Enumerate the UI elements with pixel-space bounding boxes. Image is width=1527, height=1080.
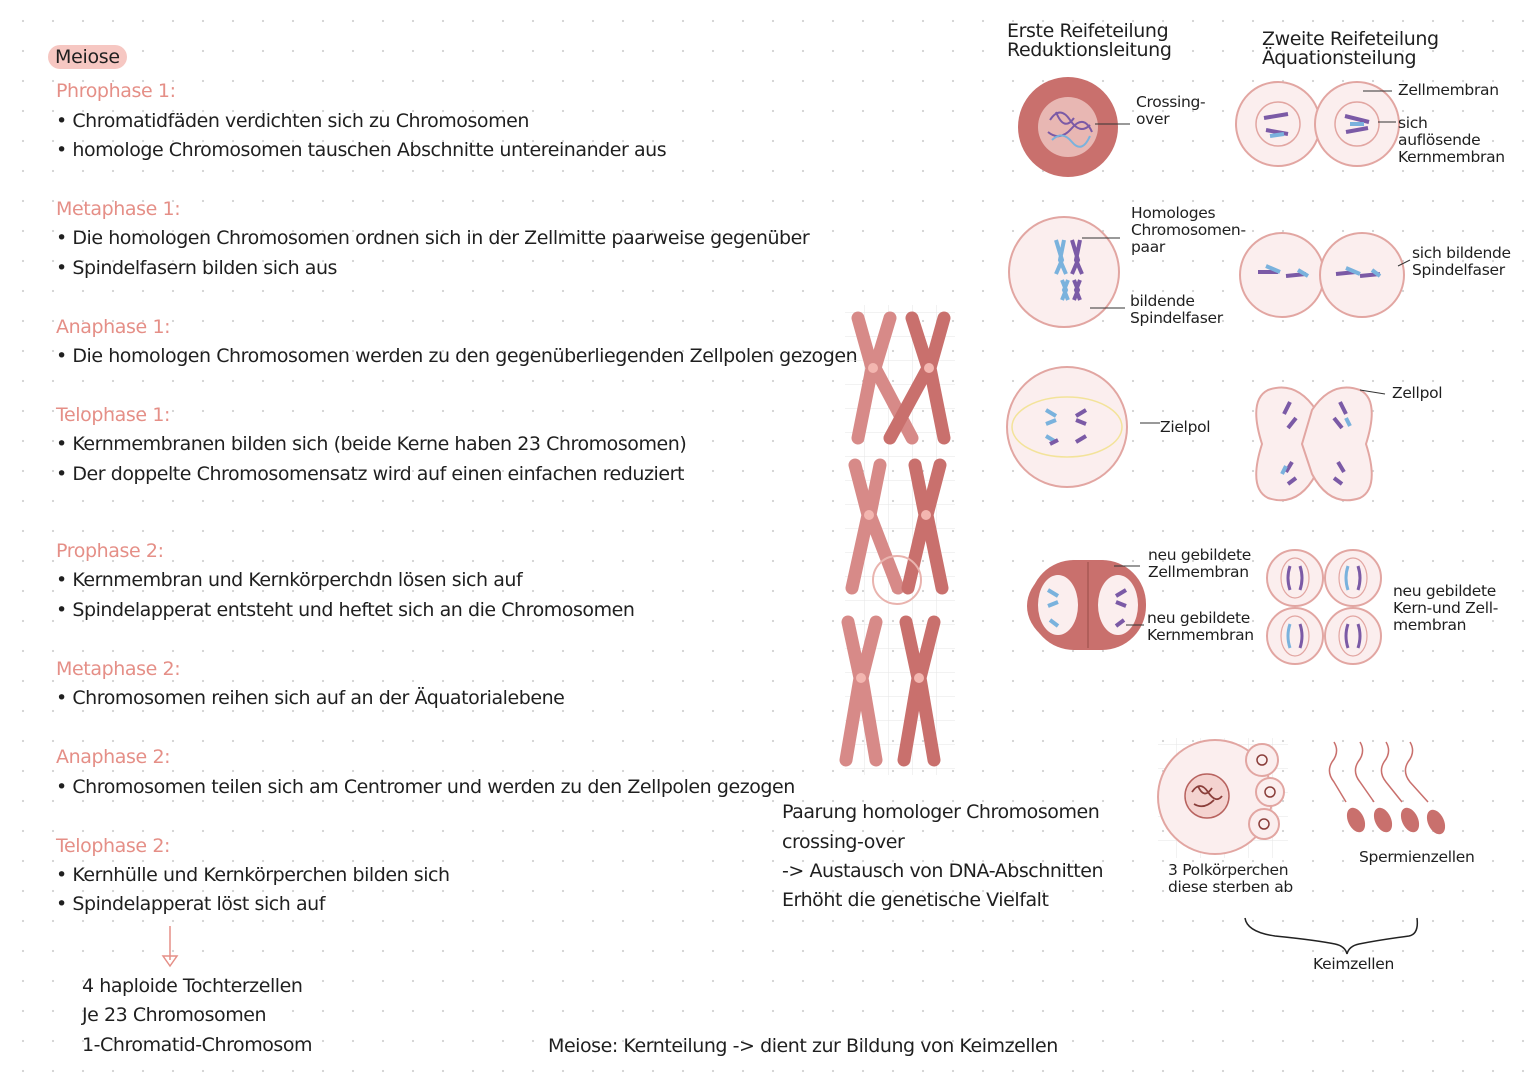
cell-metaphase-1 xyxy=(1008,216,1125,328)
label-crossing-over: Crossing- over xyxy=(1136,93,1206,128)
cell-telophase-1 xyxy=(1027,560,1146,650)
label-bildende-spindelfaser: bildende Spindelfaser xyxy=(1130,293,1223,327)
label-line: diese sterben ab xyxy=(1168,878,1293,896)
label-neu-kernmembran: neu gebildete Kernmembran xyxy=(1147,610,1254,644)
label-line: sich bildende xyxy=(1412,244,1511,262)
label-keimzellen: Keimzellen xyxy=(1313,955,1394,973)
phase-heading: Metaphase 2: xyxy=(56,658,181,680)
crossing-text-line: Paarung homologer Chromosomen xyxy=(782,801,1100,823)
label-line: sich xyxy=(1398,114,1428,132)
label-line: neu gebildete xyxy=(1393,582,1497,600)
label-line: neu gebildete xyxy=(1147,609,1251,627)
egg-cell xyxy=(1157,738,1288,858)
phase-heading: Telophase 1: xyxy=(56,404,171,426)
label-neu-kern-zellmembran: neu gebildete Kern-und Zell- membran xyxy=(1393,583,1498,634)
bullet-text: Die homologen Chromosomen werden zu den … xyxy=(56,345,857,367)
result-line: 1-Chromatid-Chromosom xyxy=(82,1034,313,1056)
label-line: auflösende xyxy=(1398,131,1481,149)
phase-heading: Anaphase 2: xyxy=(56,746,171,768)
cell-metaphase-2 xyxy=(1239,232,1411,318)
crossing-text-line: -> Austausch von DNA-Abschnitten xyxy=(782,860,1104,882)
bullet-text: Spindelapperat entsteht und heftet sich … xyxy=(56,599,635,621)
label-line: membran xyxy=(1393,616,1467,634)
column-1-title-line: Reduktionsleitung xyxy=(1007,39,1172,61)
label-line: Zellmembran xyxy=(1148,563,1249,581)
label-sich-bildende-spindelfaser: sich bildende Spindelfaser xyxy=(1412,245,1511,279)
column-1-title: Erste Reifeteilung Reduktionsleitung xyxy=(1007,20,1172,61)
label-line: over xyxy=(1136,110,1170,128)
label-line: 3 Polkörperchen xyxy=(1168,861,1289,879)
chromosome-pair-3 xyxy=(839,615,941,767)
bullet-text: Die homologen Chromosomen ordnen sich in… xyxy=(56,227,809,249)
chromosome-pair-1 xyxy=(851,311,951,445)
bullet-text: Kernmembranen bilden sich (beide Kerne h… xyxy=(56,433,686,455)
bullet-text: Chromosomen reihen sich auf an der Äquat… xyxy=(56,687,565,709)
label-aufloesende-kernmembran: sich auflösende Kernmembran xyxy=(1398,115,1505,166)
cell-prophase-2 xyxy=(1235,81,1400,167)
bullet-text: Spindelfasern bilden sich aus xyxy=(56,257,337,279)
label-line: paar xyxy=(1131,238,1166,256)
bullet-text: homologe Chromosomen tauschen Abschnitte… xyxy=(56,139,666,161)
phase-heading: Telophase 2: xyxy=(56,835,171,857)
footer-summary: Meiose: Kernteilung -> dient zur Bildung… xyxy=(548,1035,1058,1057)
result-line: Je 23 Chromosomen xyxy=(82,1004,267,1026)
bullet-text: Kernmembran und Kernkörperchdn lösen sic… xyxy=(56,569,522,591)
bullet-text: Chromosomen teilen sich am Centromer und… xyxy=(56,776,795,798)
cell-telophase-2 xyxy=(1266,549,1382,665)
down-arrow-icon xyxy=(161,926,179,968)
label-polkoerperchen: 3 Polkörperchen diese sterben ab xyxy=(1168,862,1293,896)
label-line: Chromosomen- xyxy=(1131,221,1246,239)
crossing-text-line: Erhöht die genetische Vielfalt xyxy=(782,889,1049,911)
column-2-title-line: Äquationsteilung xyxy=(1262,47,1417,69)
label-line: bildende xyxy=(1130,292,1195,310)
cell-anaphase-2 xyxy=(1255,386,1386,502)
label-line: Kern-und Zell- xyxy=(1393,599,1499,617)
column-1-title-line: Erste Reifeteilung xyxy=(1007,20,1169,42)
label-line: Homologes xyxy=(1131,204,1216,222)
phase-heading: Prophase 2: xyxy=(56,540,164,562)
label-zellpol: Zellpol xyxy=(1392,384,1443,402)
label-spermienzellen: Spermienzellen xyxy=(1359,848,1475,866)
column-2-title: Zweite Reifeteilung Äquationsteilung xyxy=(1262,30,1439,68)
label-line: Spindelfaser xyxy=(1412,261,1505,279)
label-neu-zellmembran: neu gebildete Zellmembran xyxy=(1148,547,1251,581)
cell-anaphase-1 xyxy=(1006,366,1160,488)
chromosome-pair-2 xyxy=(845,458,949,605)
phase-heading: Metaphase 1: xyxy=(56,198,181,220)
keimzellen-brace xyxy=(1244,917,1419,955)
column-2-title-line: Zweite Reifeteilung xyxy=(1262,28,1439,50)
bullet-text: Spindelapperat löst sich auf xyxy=(56,893,325,915)
crossing-text-line: crossing-over xyxy=(782,831,905,853)
bullet-text: Der doppelte Chromosomensatz wird auf ei… xyxy=(56,463,684,485)
label-line: Spindelfaser xyxy=(1130,309,1223,327)
result-line: 4 haploide Tochterzellen xyxy=(82,975,303,997)
bullet-text: Kernhülle und Kernkörperchen bilden sich xyxy=(56,864,450,886)
bullet-text: Chromatidfäden verdichten sich zu Chromo… xyxy=(56,110,529,132)
label-zielpol: Zielpol xyxy=(1160,418,1211,436)
label-line: Crossing- xyxy=(1136,93,1206,111)
phase-heading: Phrophase 1: xyxy=(56,80,176,102)
page-title: Meiose xyxy=(48,45,127,69)
phase-heading: Anaphase 1: xyxy=(56,316,171,338)
label-line: Kernmembran xyxy=(1398,148,1505,166)
label-line: neu gebildete xyxy=(1148,546,1252,564)
label-zellmembran: Zellmembran xyxy=(1398,81,1499,99)
label-line: Kernmembran xyxy=(1147,626,1254,644)
cell-prophase-1 xyxy=(1018,77,1130,177)
sperm-cells xyxy=(1328,741,1446,835)
label-homologes-paar: Homologes Chromosomen- paar xyxy=(1131,205,1246,256)
